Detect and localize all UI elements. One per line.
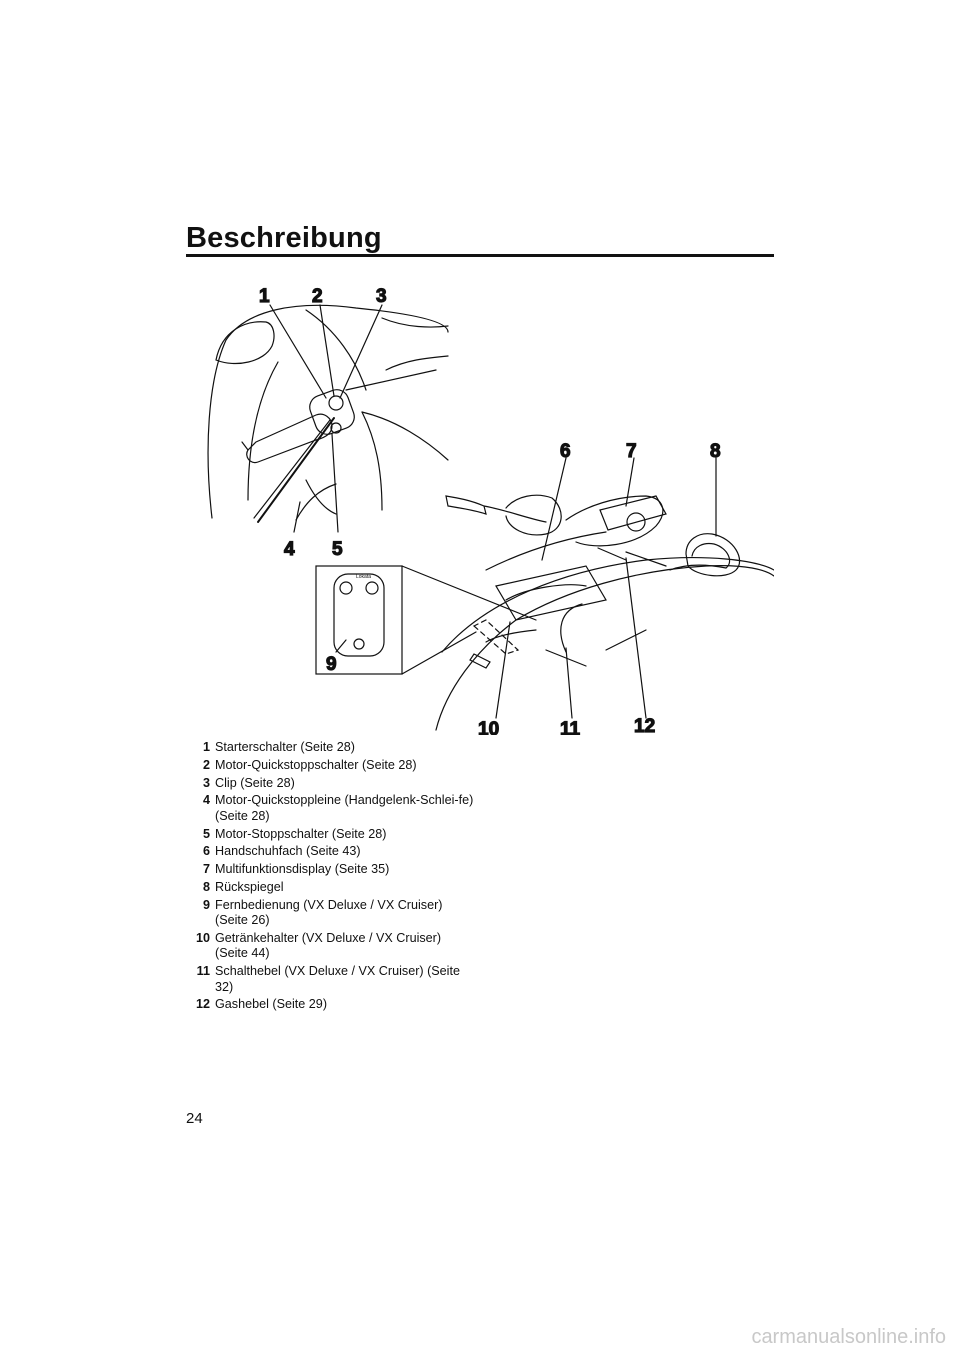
watercraft-drawing <box>435 494 775 731</box>
legend-number: 10 <box>195 930 210 945</box>
legend-number: 12 <box>195 997 210 1012</box>
legend-number: 8 <box>202 879 210 894</box>
legend-item: 3 Clip (Seite 28) <box>186 776 476 791</box>
callout-12: 12 <box>634 716 655 735</box>
legend-item: 4 Motor-Quickstoppleine (Handgelenk-Schle… <box>186 793 476 824</box>
callout-7: 7 <box>626 441 637 462</box>
legend-text: Motor-Quickstoppschalter (Seite 28) <box>215 757 417 772</box>
legend-number: 1 <box>202 740 210 754</box>
legend-text: Getränkehalter (VX Deluxe / VX Cruiser) … <box>215 930 442 961</box>
legend-number: 7 <box>202 862 210 877</box>
legend-item: 1 Starterschalter (Seite 28) <box>186 740 476 755</box>
legend-text: Fernbedienung (VX Deluxe / VX Cruiser) (… <box>215 897 443 928</box>
legend-item: 10 Getränkehalter (VX Deluxe / VX Cruiser… <box>186 931 476 962</box>
legend-item: 7 Multifunktionsdisplay (Seite 35) <box>186 862 476 877</box>
legend-number: 2 <box>202 757 210 772</box>
legend-text: Gashebel (Seite 29) <box>215 997 328 1012</box>
legend-text: Handschuhfach (Seite 43) <box>215 844 361 859</box>
watercraft-illustration: Lokata 1 2 3 4 5 6 7 8 9 10 11 12 <box>186 270 775 741</box>
legend-item: 6 Handschuhfach (Seite 43) <box>186 844 476 859</box>
leader-lines <box>269 304 717 719</box>
legend-item: 11 Schalthebel (VX Deluxe / VX Cruiser) (… <box>186 964 476 995</box>
callout-3: 3 <box>376 286 387 307</box>
legend-number: 3 <box>202 775 210 790</box>
legend-text: Starterschalter (Seite 28) <box>215 740 355 754</box>
remote-label: Lokata <box>356 574 371 580</box>
handlebar-closeup-drawing <box>207 304 449 523</box>
legend-item: 8 Rückspiegel <box>186 880 476 895</box>
legend-text: Schalthebel (VX Deluxe / VX Cruiser) (Se… <box>215 964 460 994</box>
page-title: Beschreibung <box>186 222 382 254</box>
legend-text: Rückspiegel <box>215 879 284 894</box>
legend-number: 4 <box>202 793 210 808</box>
page-number: 24 <box>186 1110 203 1127</box>
watermark-text: carmanualsonline.info <box>751 1326 946 1348</box>
title-rule <box>186 254 774 257</box>
remote-control-inset: Lokata <box>315 565 537 675</box>
legend-item: 9 Fernbedienung (VX Deluxe / VX Cruiser) … <box>186 898 476 929</box>
callout-2: 2 <box>312 286 323 307</box>
legend-item: 12 Gashebel (Seite 29) <box>186 997 476 1012</box>
callout-10: 10 <box>478 719 499 735</box>
legend-number: 11 <box>196 964 210 979</box>
callout-5: 5 <box>332 539 343 560</box>
callout-4: 4 <box>284 539 295 560</box>
legend-number: 6 <box>202 844 210 859</box>
callout-1: 1 <box>259 286 270 307</box>
legend-item: 5 Motor-Stoppschalter (Seite 28) <box>186 827 476 842</box>
legend-text: Multifunktionsdisplay (Seite 35) <box>215 862 390 877</box>
legend-number: 5 <box>202 826 210 841</box>
legend-text: Motor-Stoppschalter (Seite 28) <box>215 826 387 841</box>
legend-text: Motor-Quickstoppleine (Handgelenk-Schlei… <box>215 793 474 823</box>
legend-item: 2 Motor-Quickstoppschalter (Seite 28) <box>186 758 476 773</box>
legend-text: Clip (Seite 28) <box>215 775 295 790</box>
callout-6: 6 <box>560 441 571 462</box>
callout-11: 11 <box>560 719 581 735</box>
callout-8: 8 <box>710 441 721 462</box>
legend-number: 9 <box>202 897 210 912</box>
callout-9: 9 <box>326 654 337 675</box>
